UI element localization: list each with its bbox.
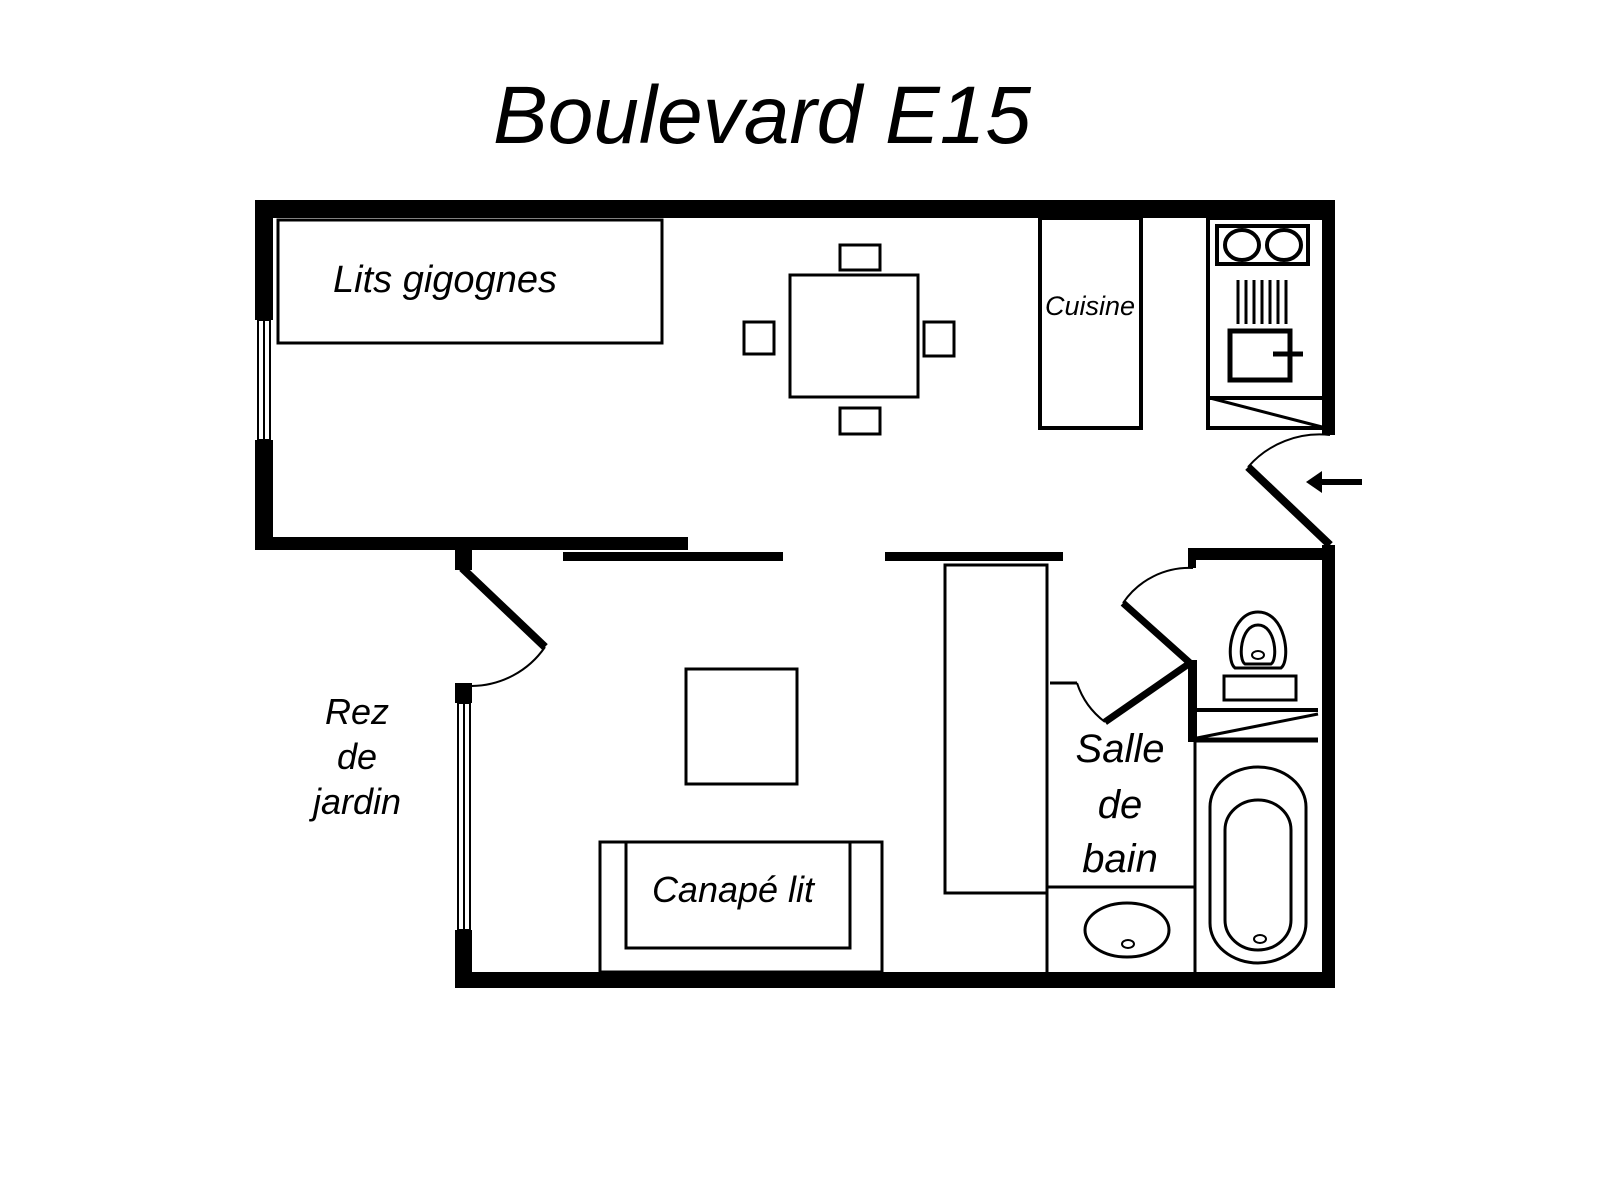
coffee-table	[684, 667, 799, 786]
toilet	[1222, 610, 1298, 702]
svg-text:Rez: Rez	[325, 691, 389, 732]
sofa-bed: Canapé lit	[598, 840, 884, 974]
washbasin	[1083, 901, 1171, 959]
svg-text:bain: bain	[1082, 837, 1158, 881]
svg-text:de: de	[337, 736, 377, 777]
kitchen-unit	[1206, 216, 1328, 430]
doors	[459, 433, 1333, 725]
plan-title: Boulevard E15	[493, 70, 1031, 161]
bunk-beds-label: Lits gigognes	[333, 259, 557, 301]
bathroom-shelf	[1195, 708, 1319, 743]
bathtub	[1208, 765, 1308, 965]
kitchen-counter: Cuisine	[1038, 216, 1143, 430]
svg-text:Salle: Salle	[1076, 727, 1165, 771]
wardrobe	[943, 563, 1049, 895]
walls	[255, 200, 1335, 988]
dining-table	[742, 243, 956, 436]
windows	[257, 319, 471, 931]
svg-text:jardin: jardin	[308, 781, 401, 822]
bunk-beds: Lits gigognes	[276, 218, 664, 345]
kitchen-label: Cuisine	[1045, 291, 1135, 321]
sofa-bed-label: Canapé lit	[652, 869, 816, 910]
svg-text:de: de	[1098, 783, 1143, 827]
bathroom-label: Salle de bain	[1076, 727, 1165, 881]
garden-level-label: Rez de jardin	[308, 691, 401, 822]
entrance-arrow-icon	[1306, 471, 1362, 493]
